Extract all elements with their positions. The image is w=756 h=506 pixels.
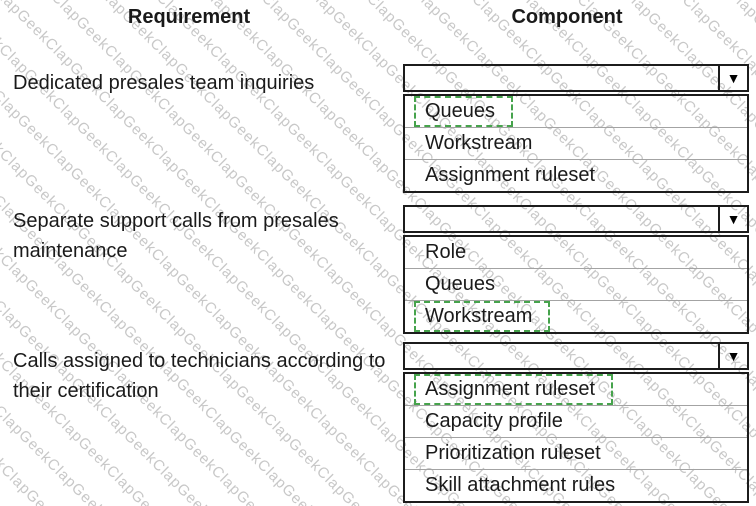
- option-label: Capacity profile: [425, 410, 563, 432]
- chevron-down-icon: ▼: [726, 348, 741, 364]
- dropdown-select-box[interactable]: ▼: [403, 205, 749, 233]
- option-label: Queues: [425, 273, 496, 295]
- option-label: Workstream: [425, 132, 533, 154]
- dropdown-option[interactable]: Workstream: [405, 127, 747, 159]
- dropdown-selected-value: [405, 344, 718, 368]
- dropdown-option[interactable]: Assignment ruleset: [405, 159, 747, 191]
- requirement-column-header: Requirement: [127, 6, 251, 28]
- chevron-down-icon: ▼: [726, 70, 741, 86]
- option-label: Prioritization ruleset: [425, 442, 601, 464]
- dropdown-arrow-button[interactable]: ▼: [718, 344, 747, 368]
- dropdown-select-box[interactable]: ▼: [403, 342, 749, 370]
- answer-highlight: Queues: [414, 96, 514, 127]
- requirement-text: Separate support calls from presales mai…: [13, 210, 339, 262]
- chevron-down-icon: ▼: [726, 211, 741, 227]
- dropdown-option[interactable]: Workstream: [405, 300, 747, 332]
- requirement-text: Calls assigned to technicians according …: [13, 350, 386, 402]
- dropdown-option[interactable]: Queues: [405, 268, 747, 300]
- dropdown-selected-value: [405, 207, 718, 231]
- option-label: Assignment ruleset: [425, 164, 596, 186]
- requirement-text: Dedicated presales team inquiries: [13, 72, 315, 94]
- dropdown-option[interactable]: Queues: [405, 96, 747, 127]
- component-column-header: Component: [511, 6, 623, 28]
- option-label: Role: [425, 241, 467, 263]
- dropdown-select-box[interactable]: ▼: [403, 64, 749, 92]
- answer-highlight: Assignment ruleset: [414, 374, 614, 405]
- dropdown-option[interactable]: Prioritization ruleset: [405, 437, 747, 469]
- dropdown-arrow-button[interactable]: ▼: [718, 207, 747, 231]
- dropdown-option[interactable]: Capacity profile: [405, 405, 747, 437]
- dropdown-option[interactable]: Assignment ruleset: [405, 374, 747, 405]
- dropdown-arrow-button[interactable]: ▼: [718, 66, 747, 90]
- dropdown-option[interactable]: Role: [405, 237, 747, 268]
- dropdown-option[interactable]: Skill attachment rules: [405, 469, 747, 501]
- option-label: Skill attachment rules: [425, 474, 616, 496]
- answer-highlight: Workstream: [414, 301, 551, 332]
- dropdown-selected-value: [405, 66, 718, 90]
- watermark-text: ClapGeekClapGeekClapGeekClapGeekClapGeek…: [0, 129, 692, 506]
